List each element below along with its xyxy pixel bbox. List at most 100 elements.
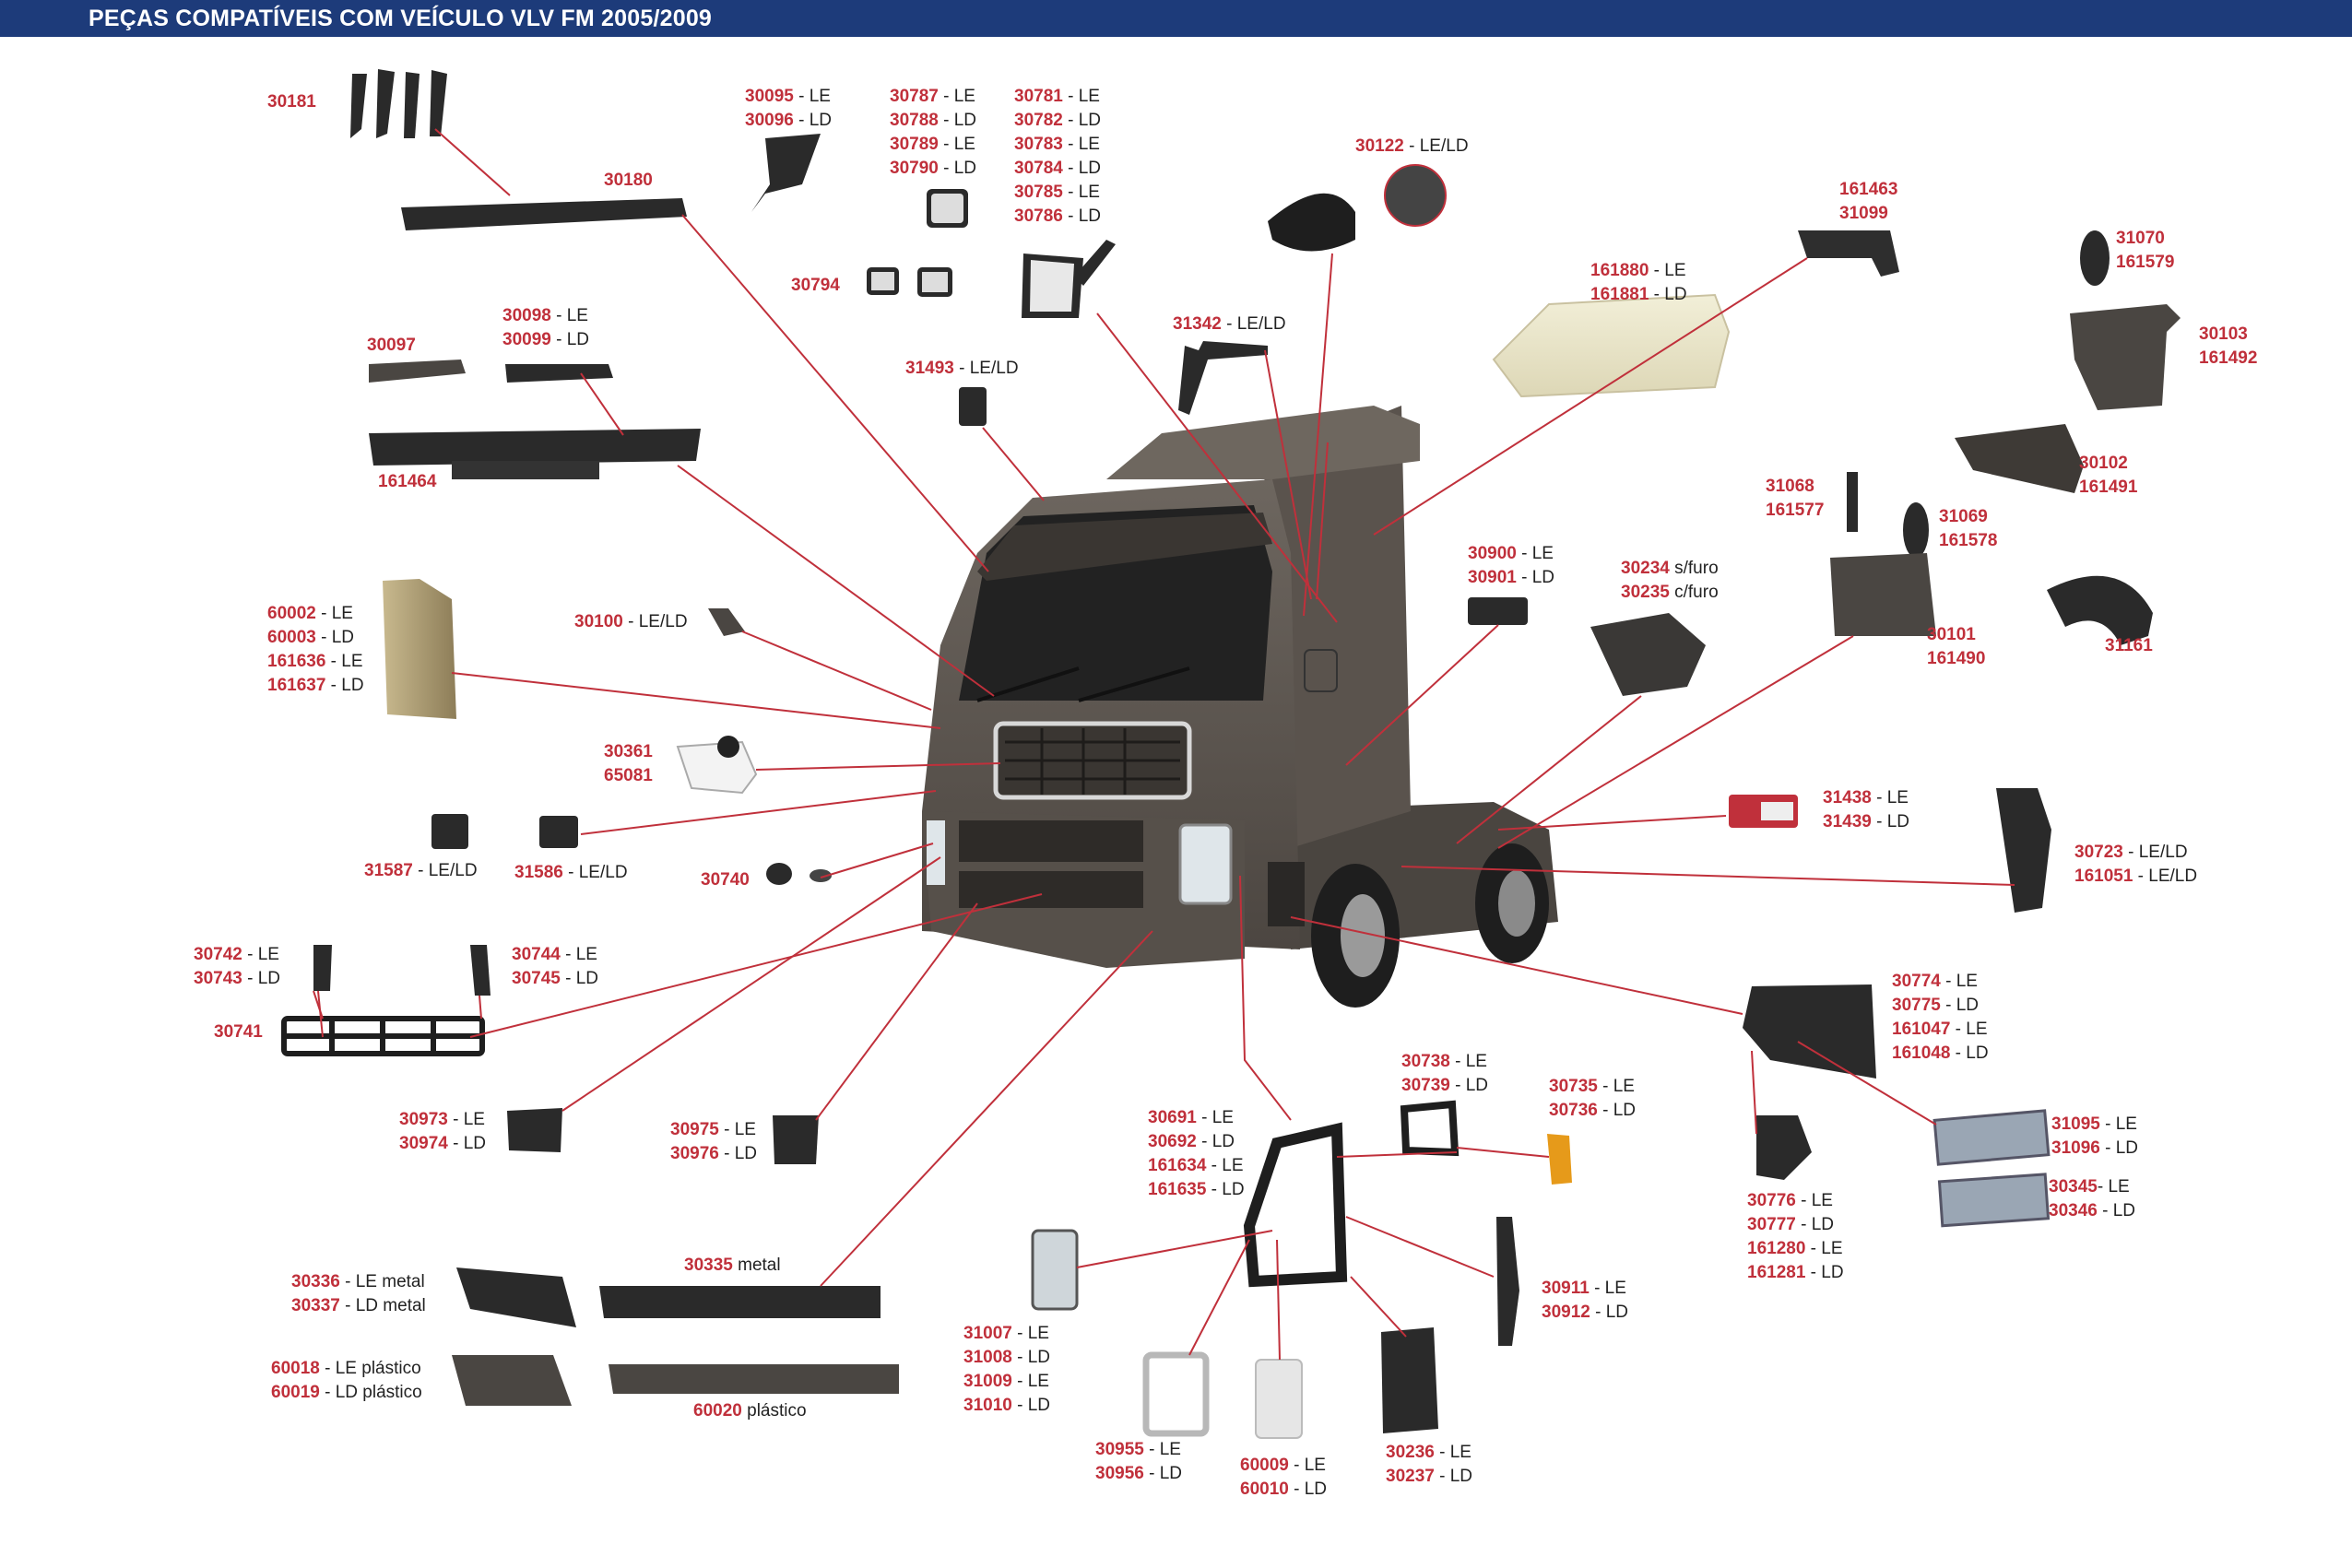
leader-lines	[313, 128, 2015, 1361]
part-label: 31095 - LE 31096 - LD	[2051, 1114, 2139, 1158]
part-30102-fender	[1955, 424, 2084, 493]
part-30345-step	[1937, 1173, 2051, 1228]
truck-headlight	[1178, 823, 1233, 905]
part-label: 31161	[2105, 636, 2153, 655]
part-31586	[539, 816, 578, 848]
part-label: 31070 161579	[2116, 229, 2175, 272]
part-label: 30794	[791, 276, 840, 295]
part-label: 30742 - LE 30743 - LD	[194, 945, 281, 988]
part-30723-bracket	[1996, 788, 2051, 913]
part-label: 30095 - LE 30096 - LD	[745, 87, 833, 130]
page-header: PEÇAS COMPATÍVEIS COM VEÍCULO VLV FM 200…	[0, 0, 2352, 37]
part-label: 30335 metal	[684, 1256, 781, 1275]
part-30794-mirrors	[867, 267, 952, 297]
part-30781-mirror	[1022, 240, 1116, 318]
part-label: 30781 - LE 30782 - LD 30783 - LE 30784 -…	[1014, 87, 1102, 226]
part-30336-corner	[456, 1267, 576, 1327]
part-label: 30776 - LE 30777 - LD 161280 - LE 161281…	[1747, 1191, 1844, 1282]
part-label: 30691 - LE 30692 - LD 161634 - LE 161635…	[1148, 1108, 1245, 1199]
part-31438-taillight	[1729, 795, 1798, 828]
part-label: 30098 - LE 30099 - LD	[502, 306, 590, 349]
part-30101-mudflap	[1830, 553, 1936, 636]
part-30095-bracket	[751, 134, 821, 212]
part-30776	[1756, 1115, 1812, 1180]
part-30744-bracket	[470, 945, 490, 996]
part-30973	[507, 1108, 562, 1152]
part-30180-visor	[401, 198, 687, 230]
part-31070	[2080, 230, 2110, 286]
part-30122-seal	[1268, 164, 1447, 252]
part-label: 31068 161577	[1766, 477, 1825, 520]
part-31095-step	[1932, 1109, 2051, 1166]
part-label: 60018 - LE plástico 60019 - LD plástico	[271, 1359, 422, 1402]
part-30742-bracket	[313, 945, 332, 991]
part-30911	[1496, 1217, 1519, 1346]
part-30098-handle	[505, 364, 613, 383]
part-label: 31007 - LE 31008 - LD 31009 - LE 31010 -…	[963, 1324, 1051, 1415]
part-label: 60009 - LE 60010 - LD	[1240, 1456, 1328, 1499]
part-label: 30774 - LE 30775 - LD 161047 - LE 161048…	[1892, 972, 1989, 1063]
part-label: 161464	[378, 472, 437, 491]
part-31493	[959, 387, 987, 426]
truck-illustration	[922, 406, 1558, 1008]
part-label: 30735 - LE 30736 - LD	[1549, 1077, 1637, 1120]
part-label: 60002 - LE 60003 - LD 161636 - LE 161637…	[267, 604, 364, 695]
part-label: 31493 - LE/LD	[905, 359, 1019, 378]
part-30955-frame	[1142, 1351, 1210, 1437]
truck-cab-side	[1263, 406, 1411, 848]
part-label: 30973 - LE 30974 - LD	[399, 1110, 487, 1153]
part-161463	[1798, 230, 1899, 277]
part-label: 30097	[367, 336, 416, 355]
part-60009-lens	[1255, 1359, 1303, 1439]
part-60018-corner	[452, 1355, 572, 1406]
part-label: 30911 - LE 30912 - LD	[1542, 1279, 1629, 1322]
part-30774-step	[1743, 984, 1876, 1079]
part-label: 30787 - LE 30788 - LD 30789 - LE 30790 -…	[890, 87, 977, 178]
part-30100	[708, 608, 745, 636]
part-label: 30101 161490	[1927, 625, 1986, 668]
part-30738-bracket	[1400, 1100, 1460, 1157]
part-30234-cover	[1590, 613, 1706, 696]
part-label: 30180	[604, 171, 653, 190]
part-30236-housing	[1381, 1327, 1438, 1433]
part-30735-amber	[1547, 1134, 1572, 1185]
part-label: 161880 - LE 161881 - LD	[1590, 261, 1687, 304]
part-label: 30181	[267, 92, 316, 112]
part-161880-visor	[1492, 293, 1731, 398]
part-31068	[1847, 472, 1858, 532]
part-label: 30336 - LE metal 30337 - LD metal	[291, 1272, 426, 1315]
part-label: 30900 - LE 30901 - LD	[1468, 544, 1555, 587]
part-label: 30122 - LE/LD	[1355, 136, 1469, 156]
part-31161-fender	[2047, 575, 2153, 645]
part-60002-corner	[383, 579, 456, 719]
part-label: 30100 - LE/LD	[574, 612, 688, 631]
part-31007-headlamp	[1031, 1229, 1079, 1311]
part-label: 30723 - LE/LD 161051 - LE/LD	[2074, 843, 2198, 886]
part-label: 30234 s/furo 30235 c/furo	[1621, 559, 1719, 602]
part-30097-handle	[369, 360, 466, 383]
part-label: 31069 161578	[1939, 507, 1998, 550]
part-label: 161463 31099	[1839, 180, 1898, 223]
part-30181-brackets	[350, 69, 447, 138]
part-label: 30740	[701, 870, 750, 890]
part-30691-frame	[1243, 1122, 1348, 1288]
part-30335-bumper	[599, 1286, 881, 1318]
page-title: PEÇAS COMPATÍVEIS COM VEÍCULO VLV FM 200…	[89, 6, 713, 31]
part-label: 31586 - LE/LD	[514, 863, 628, 882]
part-31342-handle	[1178, 341, 1268, 415]
part-31587	[431, 814, 468, 849]
part-label: 30102 161491	[2079, 454, 2138, 497]
part-60020-bumper	[609, 1364, 899, 1394]
part-label: 30975 - LE 30976 - LD	[670, 1120, 758, 1163]
part-label: 31438 - LE 31439 - LD	[1823, 788, 1910, 831]
part-label: 31587 - LE/LD	[364, 861, 478, 880]
part-30741-grille	[281, 1016, 485, 1056]
part-label: 30738 - LE 30739 - LD	[1401, 1052, 1489, 1095]
truck-roof-spoiler	[1106, 406, 1420, 479]
part-label: 30744 - LE 30745 - LD	[512, 945, 599, 988]
part-label: 30103 161492	[2199, 324, 2258, 368]
part-label: 30345- LE 30346 - LD	[2049, 1177, 2136, 1220]
part-label: 60020 plástico	[693, 1401, 807, 1421]
truck-sun-visor	[977, 513, 1272, 581]
